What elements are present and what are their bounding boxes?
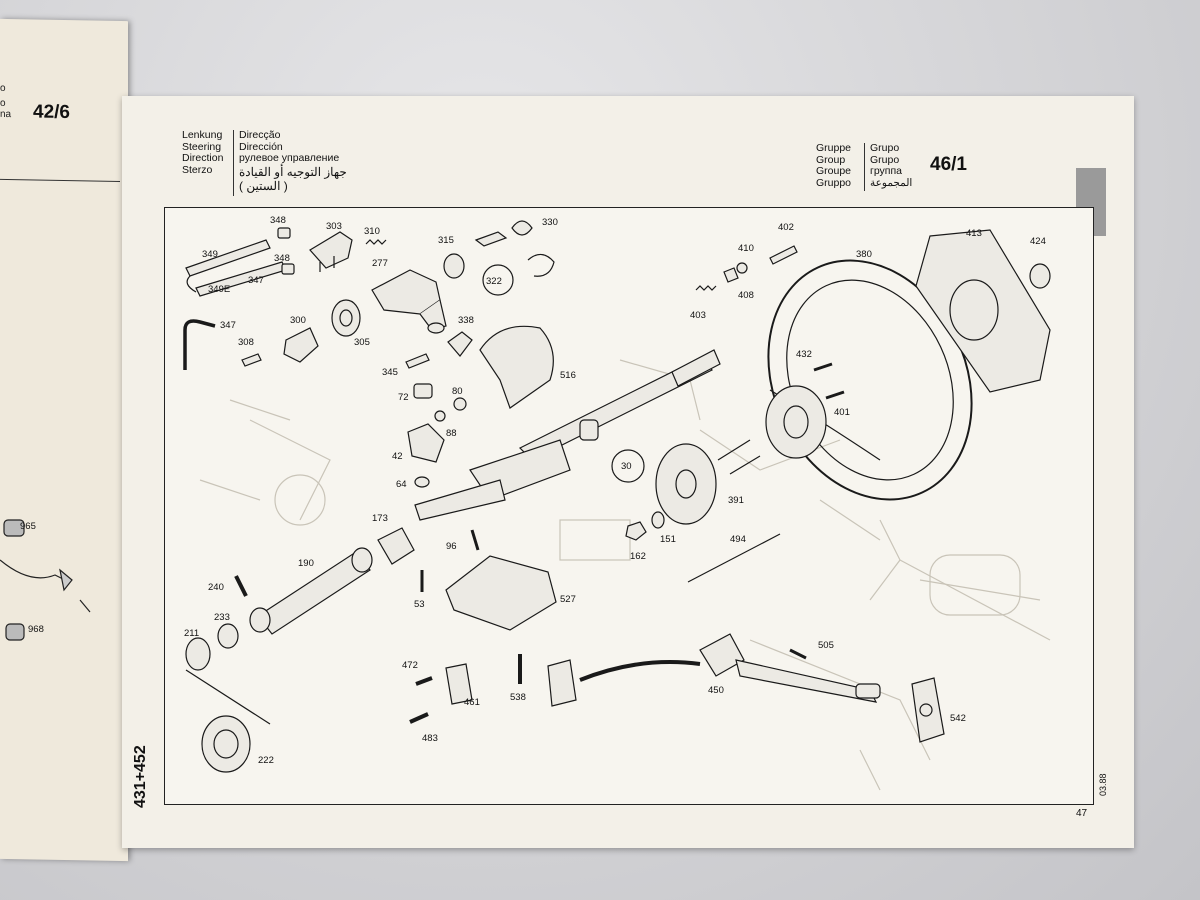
part-label: 401 [834,407,850,418]
part-label: 300 [290,315,306,326]
group-label: Grupo [870,142,900,154]
group-label: Gruppe [816,142,852,154]
left-page-drawing [0,519,91,641]
part-label: 277 [372,258,388,269]
header-name: ( الستين ) [239,178,288,193]
part-label: 190 [298,558,314,569]
part-label: 162 [630,551,646,562]
part-label: 472 [402,660,418,671]
header-names-right: Direcção Dirección рулевое управление جه… [239,129,347,193]
group-label: Grupo [870,153,900,166]
header-names-left: Lenkung Steering Direction Sterzo [182,129,224,176]
part-label: 516 [560,370,576,381]
header-name: Sterzo [182,163,213,176]
part-label: 348 [274,253,290,264]
header-name: Direction [182,152,224,164]
part-label: 348 [270,215,286,226]
part-label: 483 [422,733,438,744]
part-label: 505 [818,640,834,651]
part-label: 424 [1030,236,1046,247]
part-label: 450 [708,685,724,696]
part-number-labels: 348 303 310 277 315 322 330 402 410 408 … [184,215,1046,766]
part-label: 303 [326,221,342,232]
part-label: 222 [258,755,274,766]
group-divider [864,143,865,191]
part-label: 349E [208,284,230,295]
part-label: 403 [690,310,706,321]
left-part-label: 968 [28,624,44,635]
part-label: 88 [446,428,457,439]
model-range-label: 431+452 [132,745,149,808]
header-name: جهاز التوجيه أو القيادة [239,164,347,179]
part-label: 391 [728,495,744,506]
group-label: Group [816,153,846,166]
part-label: 308 [238,337,254,348]
group-labels-right: Grupo Grupo группа المجموعة [870,142,913,189]
header-name: Lenkung [182,129,223,141]
part-label: 527 [560,594,576,605]
part-label: 347 [220,320,236,331]
parts-linework [183,220,1051,773]
part-label: 380 [856,249,872,260]
part-label: 80 [452,386,463,397]
part-label: 538 [510,692,526,703]
part-label: 211 [184,628,199,639]
group-label: группа [870,165,903,177]
part-label: 345 [382,367,398,378]
part-label: 233 [214,612,230,623]
ghost-background-drawing [199,359,1051,791]
group-number: 46/1 [930,154,967,175]
part-label: 30 [621,461,632,472]
part-label: 494 [730,534,746,545]
part-label: 402 [778,222,794,233]
left-part-label: 965 [20,521,36,532]
part-label: 42 [392,451,403,462]
part-label: 413 [966,228,982,239]
group-label: المجموعة [870,176,913,189]
part-label: 53 [414,599,425,610]
group-labels-left: Gruppe Group Groupe Gruppo [816,142,852,189]
part-label: 338 [458,315,474,326]
part-label: 305 [354,337,370,348]
part-label: 432 [796,349,812,360]
part-label: 461 [464,697,480,708]
part-label: 240 [208,582,224,593]
part-label: 72 [398,392,409,403]
group-label: Groupe [816,165,852,177]
header-name: Steering [182,140,222,153]
part-label: 347 [248,275,264,286]
header-divider [233,130,234,196]
part-label: 96 [446,541,457,552]
part-label: 410 [738,243,754,254]
header-name: рулевое управление [239,152,340,164]
part-label: 542 [950,713,966,724]
part-label: 64 [396,479,407,490]
part-label: 330 [542,217,558,228]
date-code: 03.88 [1098,773,1108,796]
group-label: Gruppo [816,176,852,189]
part-label: 349 [202,249,218,260]
part-label: 315 [438,235,454,246]
header-name: Dirección [239,140,283,153]
part-label: 408 [738,290,754,301]
page-number: 47 [1076,808,1088,819]
header-name: Direcção [239,129,281,141]
part-label: 173 [372,513,388,524]
part-label: 310 [364,226,380,237]
part-label: 151 [660,534,676,545]
part-label: 322 [486,276,502,287]
